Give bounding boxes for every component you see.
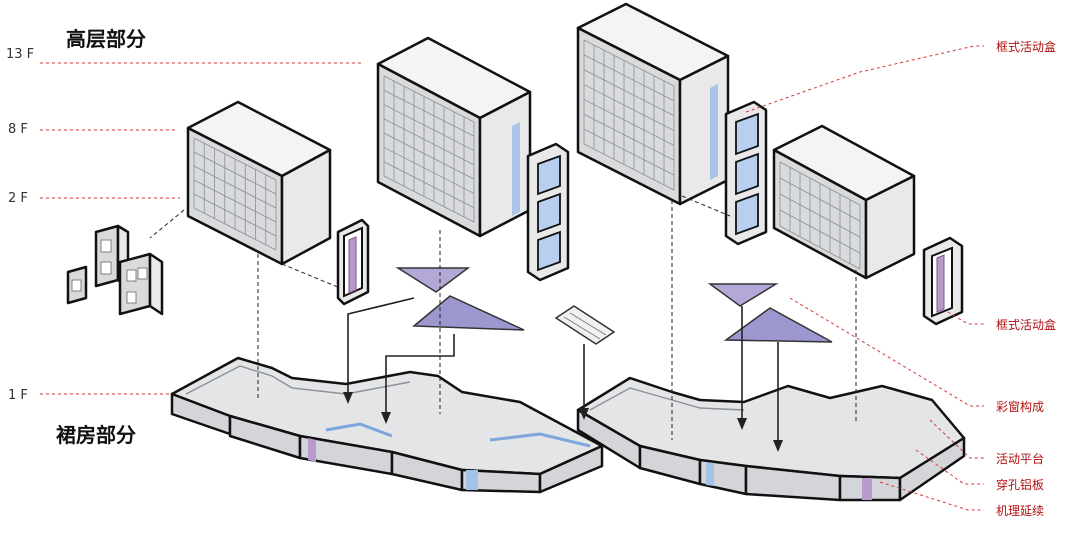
floor-level-guides: 13 F 8 F 2 F 1 F [6,47,362,403]
color-window-triangles-right [707,283,833,343]
floor-label-13f: 13 F [6,47,34,62]
callout-perforated-aluminum: 穿孔铝板 [996,477,1044,492]
color-window-triangles-center [395,267,525,331]
callout-activity-platform: 活动平台 [996,451,1044,466]
callout-frame-box-mid: 框式活动盒 [996,317,1056,332]
callout-frame-box-top: 框式活动盒 [996,39,1056,54]
assembly-arrows [343,297,783,452]
frame-activity-box-right [724,100,768,246]
tower-building-right-tall [576,2,730,206]
callout-color-window: 彩窗构成 [996,399,1044,414]
callout-leaders [745,45,984,511]
perforated-panel-center [554,305,616,345]
floor-label-8f: 8 F [8,122,28,137]
podium-section-title: 裙房部分 [56,423,136,447]
frame-activity-box-left [336,218,370,306]
callout-labels: 框式活动盒 框式活动盒 彩窗构成 活动平台 穿孔铝板 机理延续 [996,39,1056,518]
window-grids [193,39,861,270]
floor-label-1f: 1 F [8,388,28,403]
floor-label-2f: 2 F [8,191,28,206]
assembly-dashed-lines [149,195,857,440]
facade-panel-blocks [66,224,164,316]
tower-building-left [186,100,332,266]
callout-texture-extension: 机理延续 [996,504,1044,518]
frame-activity-box-far-right [922,236,964,326]
tower-section-title: 高层部分 [66,27,146,51]
tower-building-center [376,36,532,238]
podium-building-right [576,376,966,502]
podium-building-left [170,356,604,494]
frame-activity-box-center [526,142,570,282]
